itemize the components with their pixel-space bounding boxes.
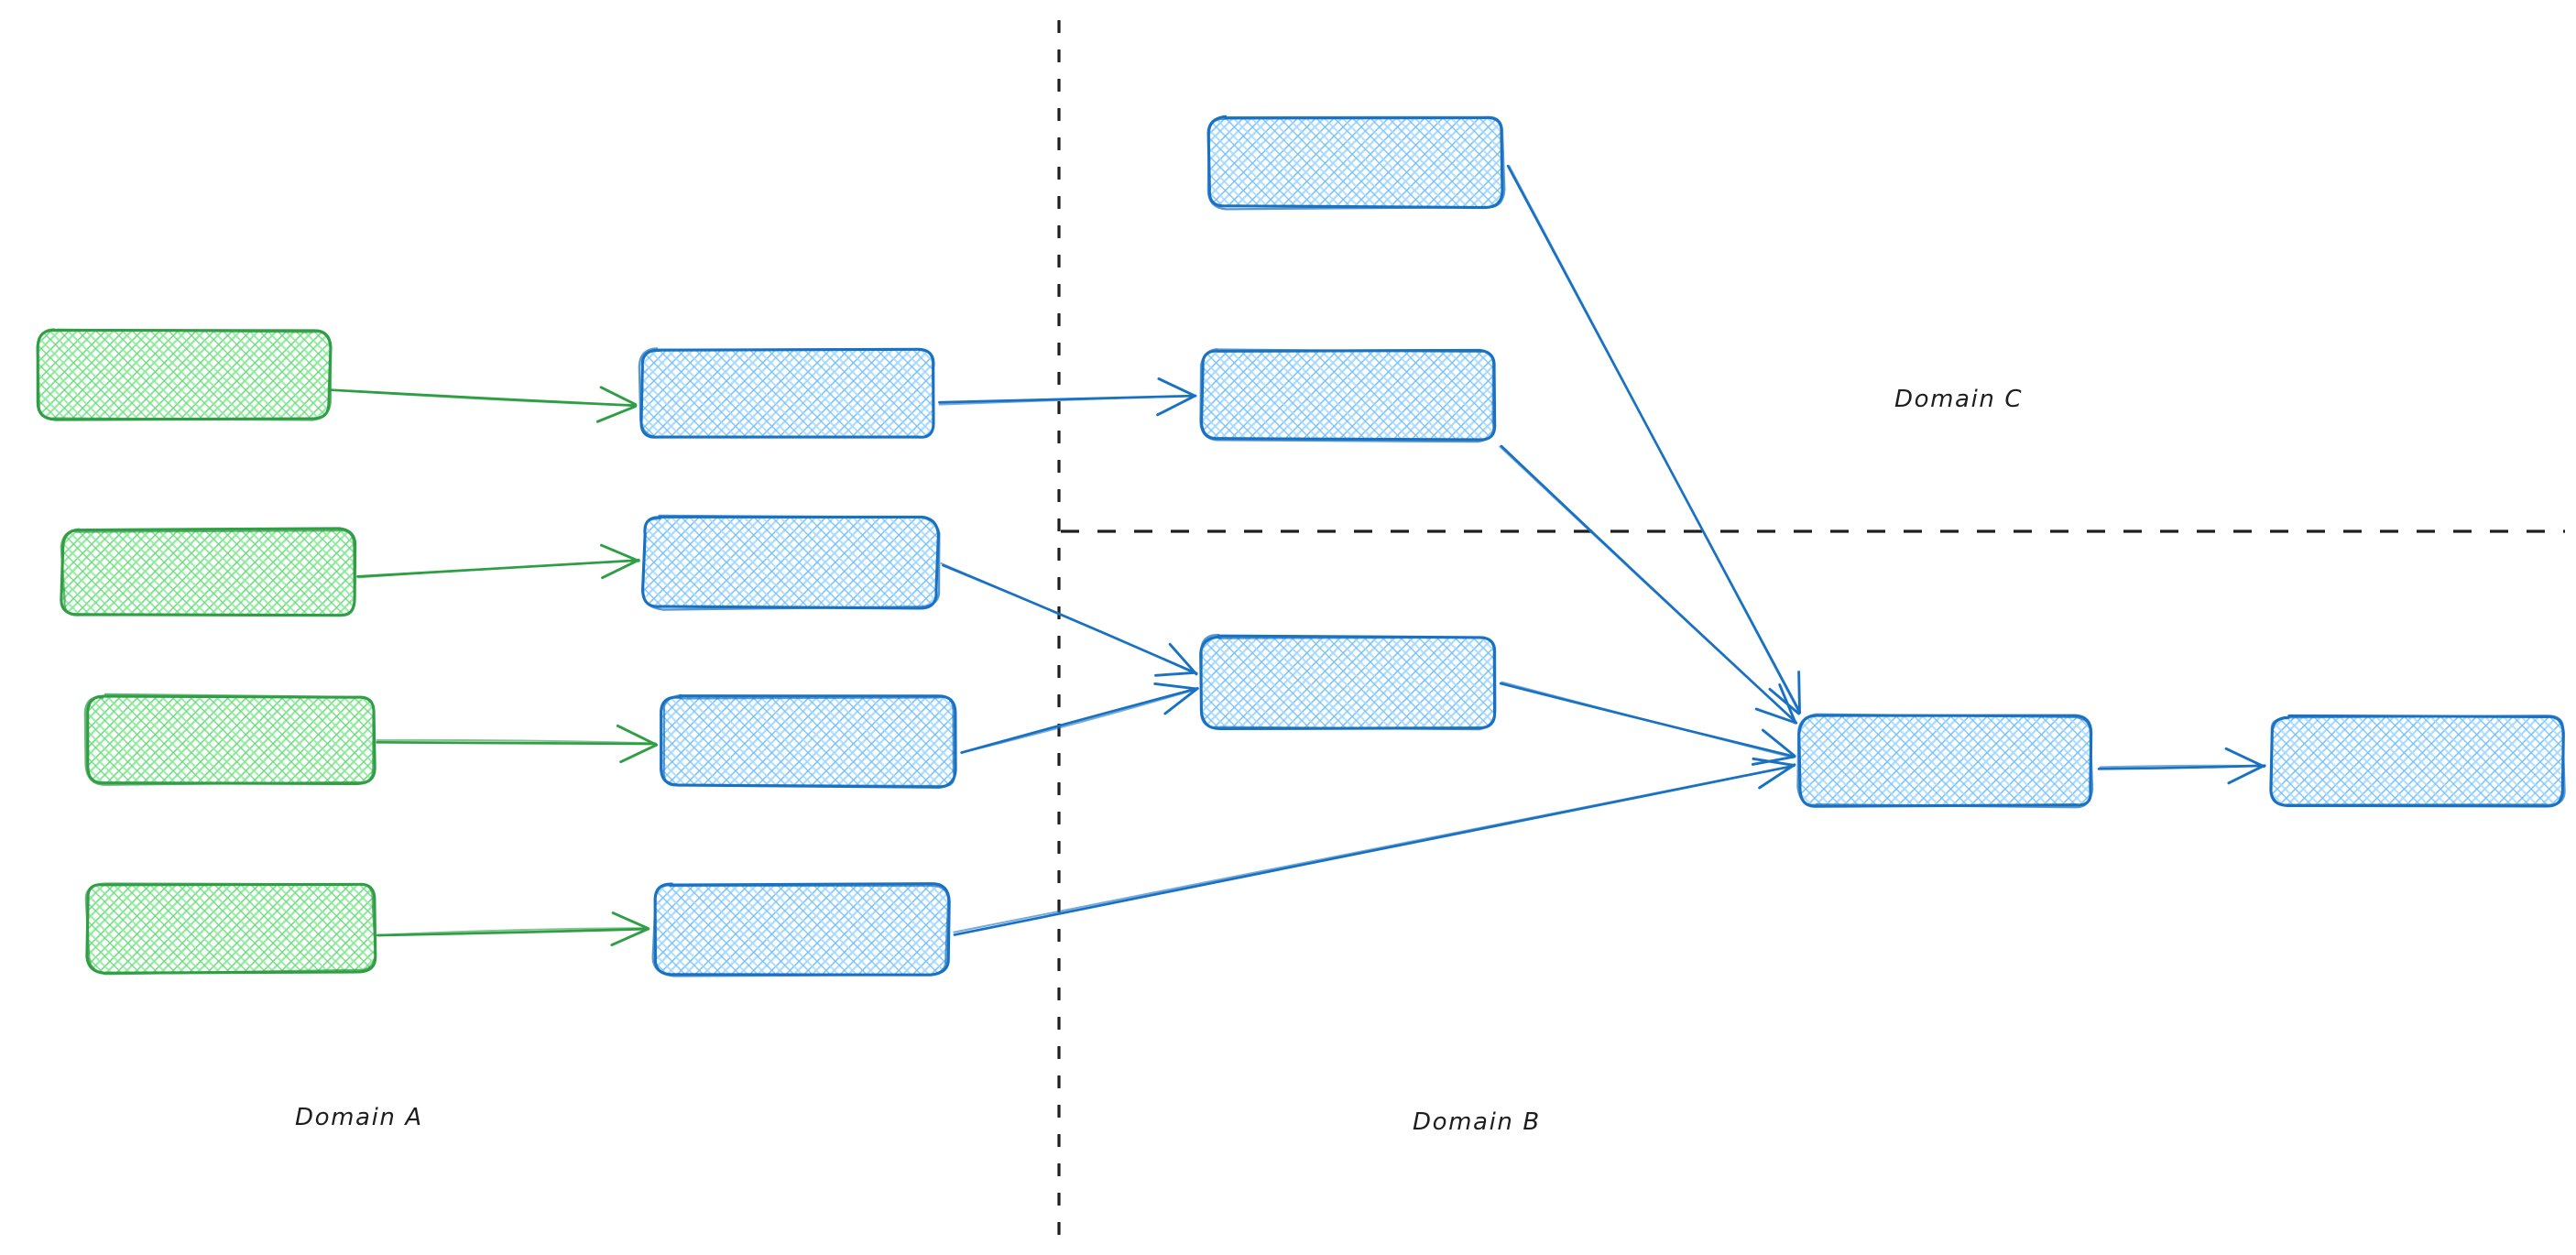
node-fill [2272,716,2563,806]
node-outline [651,884,950,977]
edge-arrowhead [2227,764,2265,785]
node-layer [36,115,2566,977]
edge-line [960,688,1197,754]
diagram-edge[interactable] [940,562,1198,677]
edge-line [938,395,1196,406]
diagram-edge[interactable] [1499,681,1796,766]
node-outline [1200,633,1497,731]
node-outline [36,328,333,421]
node-outline [660,694,957,789]
edge-arrowhead [616,724,659,747]
edge-line [374,927,649,936]
edge-line [1499,445,1797,724]
diagram-node[interactable] [660,693,957,789]
edge-arrowhead [1154,671,1197,677]
divider-layer [1057,20,2565,1239]
edge-arrowhead [1156,394,1196,417]
diagram-edge[interactable] [960,682,1199,754]
node-fill [62,529,355,616]
edge-arrowhead [601,558,640,580]
node-fill [644,518,937,607]
edge-arrowhead [2224,747,2265,769]
node-fill [87,884,375,972]
edge-arrowhead [1751,755,1796,766]
diagram-node[interactable] [641,514,941,611]
node-fill [662,696,955,786]
edge-line [940,562,1198,674]
domain-label-a: Domain A [295,1104,423,1131]
node-fill [1202,351,1495,440]
node-fill [87,696,375,784]
domain-label-b: Domain B [1413,1108,1541,1136]
edge-arrowhead [1758,763,1796,790]
diagram-node[interactable] [2269,714,2566,808]
node-outline [1796,713,2094,809]
domain-label-c: Domain C [1894,386,2024,413]
diagram-node[interactable] [1796,713,2094,809]
edge-arrowhead [595,405,637,423]
edge-arrowhead [1778,683,1797,725]
diagram-edge[interactable] [953,757,1796,936]
diagram-node[interactable] [1199,633,1497,731]
node-outline [83,693,375,786]
diagram-node[interactable] [1206,115,1506,211]
node-fill [1800,716,2091,806]
node-outline [84,882,377,976]
diagram-edge[interactable] [356,543,640,580]
node-outline [1206,115,1506,211]
diagram-node[interactable] [60,527,357,617]
edge-line [1508,165,1800,715]
edge-arrowhead [1754,707,1798,725]
diagram-edge[interactable] [2097,747,2266,785]
diagram-edge[interactable] [1499,444,1798,725]
diagram-node[interactable] [638,347,935,439]
diagram-edge[interactable] [1506,164,1802,715]
edge-arrowhead [599,386,638,407]
edge-line [953,764,1796,933]
edge-arrowhead [1752,757,1796,767]
edge-line [357,560,638,579]
node-outline [662,693,955,788]
edge-arrowhead [1168,642,1198,676]
edge-arrowhead [610,927,650,946]
edge-arrowhead [1762,728,1796,758]
edge-layer [327,164,2266,946]
edge-arrowhead [611,911,649,930]
node-fill [641,350,934,438]
diagram-node[interactable] [83,693,377,786]
edge-arrowhead [1157,377,1196,398]
edge-line [376,738,657,745]
edge-line [960,687,1198,754]
edge-line [1501,681,1795,758]
edge-line [377,927,650,937]
edge-line [376,740,657,746]
diagram-node[interactable] [651,882,951,977]
node-outline [1199,347,1495,443]
diagram-node[interactable] [1199,347,1497,443]
diagram-node[interactable] [36,328,333,421]
edge-arrowhead [1768,687,1801,715]
node-outline [638,347,935,439]
edge-line [2099,764,2266,769]
node-outline [60,529,356,617]
node-fill [1209,117,1502,207]
diagram-edge[interactable] [327,386,638,423]
edge-arrowhead [1797,671,1801,715]
diagram-node[interactable] [84,882,377,976]
node-outline [641,514,941,611]
diagram-edge[interactable] [374,911,650,946]
edge-arrowhead [600,543,640,562]
edge-arrowhead [619,743,658,764]
edge-line [330,388,638,407]
node-fill [1202,637,1495,728]
node-outline [2270,715,2566,806]
diagram-edge[interactable] [376,724,659,764]
edge-arrowhead [1153,682,1198,691]
node-outline [85,882,377,975]
node-fill [38,330,330,420]
edge-arrowhead [1163,686,1199,715]
node-fill [655,884,948,974]
diagram-edge[interactable] [938,377,1197,417]
